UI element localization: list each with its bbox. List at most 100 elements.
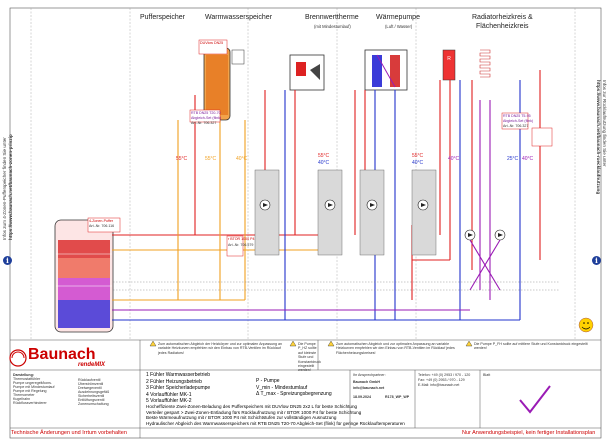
legend-sensor: Fühler Heizungsbetrieb [150, 378, 202, 385]
info-icon-left[interactable]: i [3, 256, 12, 265]
legend-sensor: Vorlauffühler MK-1 [150, 391, 192, 398]
warm-pipes [112, 120, 330, 301]
header-warmwasserspeicher: Warmwasserspeicher [205, 14, 273, 21]
side-left-line1: Infos zum 4-Zonen-Pufferspeicher finden … [2, 137, 7, 240]
label-zone-buffer-art: Art.-Nr. 706.116 [89, 224, 115, 228]
side-note-right: Infos zur Rücklaufnutzung finden Sie unt… [596, 80, 607, 194]
temp-label: 40°C [236, 156, 248, 162]
legend-item: Pumpe mit Mindestumlauf [13, 385, 55, 389]
baunach-logo [9, 349, 27, 367]
legend-sensor: Vorlauffühler MK-2 [150, 398, 192, 404]
side-right-url[interactable]: https://www.baunach.net/baunach-ruecklau… [596, 80, 602, 195]
legend-item: Pumpe mit Regelung [13, 389, 47, 393]
header-waermepumpe-sub: (Luft / Wasser) [385, 24, 413, 29]
legend-symbol: V_min - Mindestumlauf [256, 384, 308, 391]
bullet-item: Beste Wärmeaufnutzung mit r BTOR 1000 P4… [146, 415, 337, 421]
temp-label: 40°C [448, 156, 460, 162]
legend-item: Dreiwegeventil [78, 386, 102, 390]
legend-symbol: P - Pumpe [256, 378, 280, 384]
temp-label: 40°C [318, 160, 330, 166]
temp-label: 55°C [412, 153, 424, 159]
legend-item: Rückflussverhinderer [13, 401, 47, 405]
buffer-tank [54, 219, 114, 333]
legend-item: Pumpe ungeregelt/kons. [13, 381, 52, 385]
tb-tel: Telefon: +49 (0) 2953 / 970 - 120 [418, 373, 471, 377]
label-rsb-art: Art.-Nr. 706.579 [228, 243, 254, 247]
temp-label: 55°C [318, 153, 330, 159]
legend-item: Kugelhahn [13, 397, 31, 401]
label-rtb-rad-art: Art.-Nr. 706.327 [503, 124, 529, 128]
legend-item: Thermostatfühler [13, 377, 41, 381]
temp-label: 55°C [205, 156, 217, 162]
brand-sub: rendeMIX [78, 362, 106, 368]
pump-triangles [263, 203, 503, 237]
radiator-R-glyph: R [447, 56, 451, 62]
label-rsb: r BTOR 1000 P4 [228, 237, 255, 241]
heat-pump [364, 49, 408, 91]
legend-item: Entlüftungsventil [78, 398, 105, 402]
tb-code: R178_WP_WP [385, 395, 410, 399]
checkmark-icon [519, 385, 551, 414]
bullet-list: Hocheffiziente Zwei-Zonen-Beladung des P… [146, 404, 518, 427]
smiley-icon [578, 317, 594, 333]
header-radiator: Radiatorheizkreis & [472, 14, 533, 21]
side-right-line1: Infos zur Rücklaufnutzung finden Sie unt… [602, 80, 607, 167]
label-duv: DUVlow DN25 [200, 41, 224, 45]
footer-left: Technische Änderungen und Irrtum vorbeha… [11, 430, 127, 436]
legend-item: Thermometer [13, 393, 35, 397]
temp-label: 40°C [522, 156, 534, 162]
drawing-frame [9, 7, 602, 439]
note-radiator: Zum automatischen Abgleich der Heizkörpe… [158, 342, 283, 355]
legend-sensor: Fühler Speicherladepumpe [150, 385, 211, 391]
mixed-pipes [112, 100, 501, 311]
legend-symbols: P - Pumpe V_min - Mindestumlauf Δ T_max … [256, 378, 346, 398]
control-lines [113, 281, 560, 291]
radiator: R [442, 49, 456, 81]
brand-name: Baunach [28, 346, 96, 363]
header-pufferspeicher: Pufferspeicher [140, 14, 186, 21]
legend-left: Darstellung: Thermostatfühler Pumpe unge… [13, 373, 133, 405]
legend-item: Sicherheitsventil [78, 394, 105, 398]
side-note-left: Infos zum 4-Zonen-Pufferspeicher finden … [2, 134, 13, 240]
info-icon-right[interactable]: i [592, 256, 601, 265]
return-pipes [112, 80, 521, 321]
label-zone-buffer: 4-Zonen-Puffer [89, 219, 114, 223]
bullet-item: Verteiler gespart > Zwei-Zonen-Entladung… [146, 409, 362, 415]
label-rtb-ww: RTB DN25 T20-70 [191, 111, 221, 115]
note-pump-fh: Die Pumpe P_FH sollte auf mittlere Stufe… [474, 342, 588, 351]
legend-middle: 1 Fühler Warmwasserbetrieb 2 Fühler Heiz… [146, 372, 211, 404]
label-rtb-rad: RTB DN25 T5-95 [503, 114, 531, 118]
tb-blatt: Blatt [483, 373, 491, 377]
label-rtb-ww-sub: Abgleich-Set (flink) [191, 116, 222, 120]
tb-mail[interactable]: E-Mail: info@baunach.net [418, 383, 460, 387]
header-brennwerttherme: Brennwerttherme [305, 14, 359, 21]
temp-label: 55°C [176, 156, 188, 162]
header-brennwerttherme-sub: (mit Mindestumlauf) [314, 24, 351, 29]
note-floor: Zum automatischen Abgleich und zur optim… [336, 342, 455, 355]
side-left-url[interactable]: https://www.baunach.net/baunach-zonen-pr… [7, 134, 13, 240]
hot-water-tank [203, 47, 245, 121]
legend-symbol: Δ T_max - Spreizungsbegrenzung [256, 391, 332, 397]
legend-item: Rücklaufventil [78, 378, 101, 382]
legend-item: Zonenumschaltung [78, 402, 109, 406]
tb-contact-label: Ihr Ansprechpartner: [353, 373, 386, 377]
legend-right: Rücklaufventil Überströmventil Dreiwegev… [78, 378, 133, 406]
temp-label: 40°C [412, 160, 424, 166]
floor-heating [479, 49, 491, 78]
legend-sensor: Fühler Warmwasserbetrieb [150, 372, 211, 378]
label-boxes [87, 39, 553, 257]
tb-date: 18.09.2024 [353, 395, 371, 399]
tb-email[interactable]: info@baunach.net [353, 386, 385, 390]
legend-title: Darstellung: [13, 373, 34, 377]
temp-label: 25°C [507, 156, 519, 162]
tb-fax: Fax: +49 (0) 2953 / 970 - 129 [418, 378, 465, 382]
legend-item: Ausdehnungsgefäß [78, 390, 110, 394]
valve-groups [254, 169, 437, 256]
bullet-item: Hydraulischer Abgleich des Warmwasserspe… [146, 421, 405, 427]
label-rtb-rad-sub: Abgleich-Set (flink) [503, 119, 534, 123]
note-pump-hz: Die Pumpe P_HZ sollte auf kleinste Stufe… [298, 342, 321, 373]
label-rtb-ww-art: Art.-Nr. 706.327 [191, 121, 217, 125]
footer-right: Nur Anwendungsbeispiel, kein fertiger In… [462, 430, 596, 436]
bullet-item: Hocheffiziente Zwei-Zonen-Beladung des P… [146, 404, 358, 409]
